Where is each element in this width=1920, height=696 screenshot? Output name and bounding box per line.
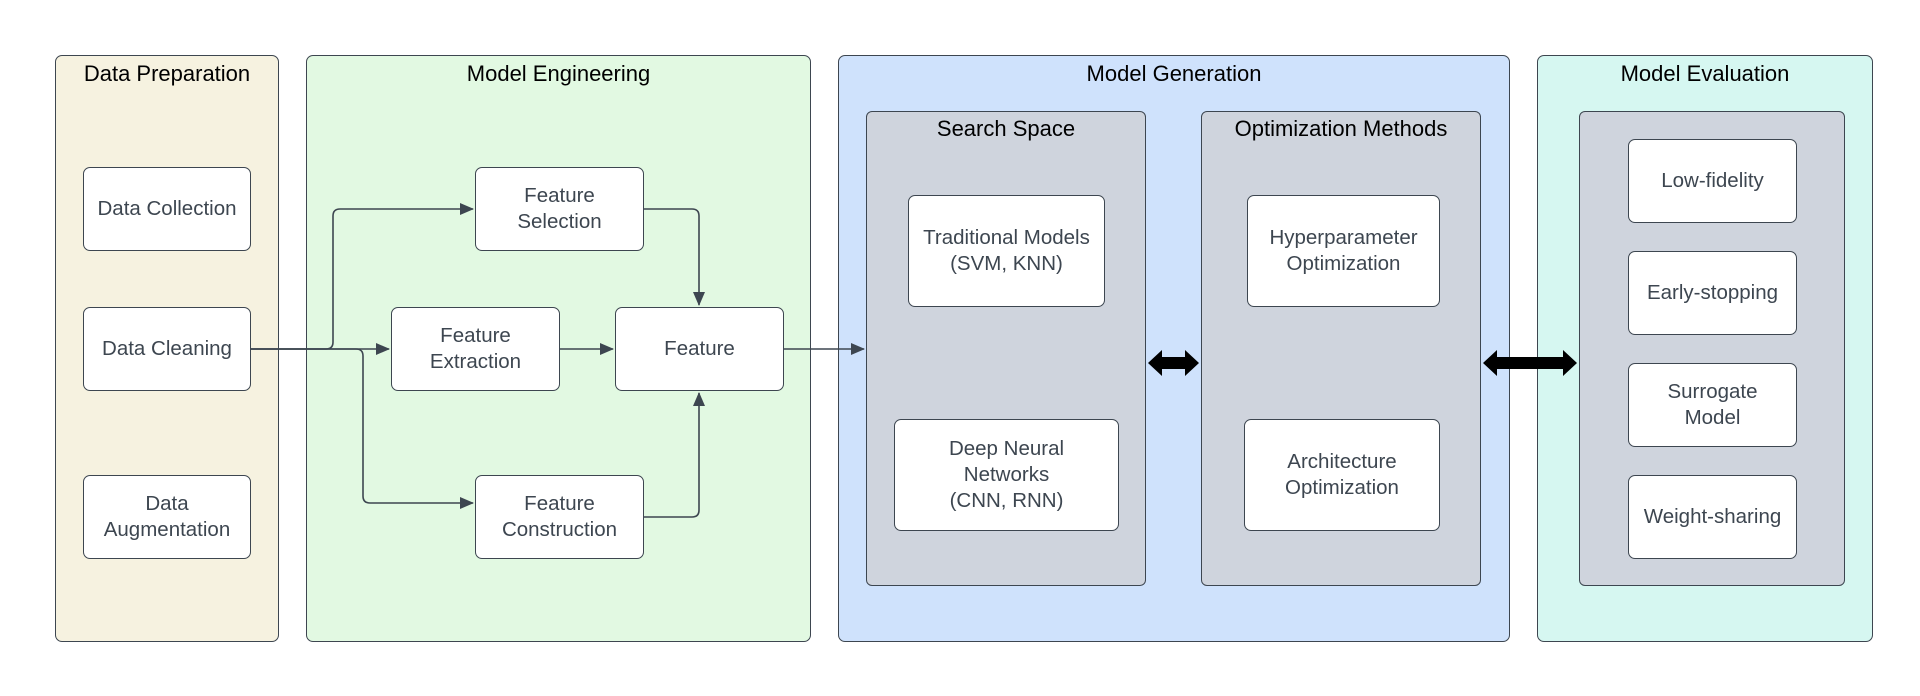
feature-selection-box: Feature Selection — [475, 167, 644, 251]
architecture-optimization-box: Architecture Optimization — [1244, 419, 1440, 531]
surrogate-model-box: Surrogate Model — [1628, 363, 1797, 447]
early-stopping-box: Early-stopping — [1628, 251, 1797, 335]
arrow-construction-to-feature — [644, 392, 705, 518]
search-space-title: Search Space — [936, 116, 1076, 141]
model-generation-title: Model Generation — [1086, 61, 1262, 86]
feature-box: Feature — [615, 307, 784, 391]
arrow-cleaning-to-selection — [251, 203, 474, 350]
feature-extraction-box: Feature Extraction — [391, 307, 560, 391]
traditional-models-box: Traditional Models (SVM, KNN) — [908, 195, 1105, 307]
data-cleaning-box: Data Cleaning — [83, 307, 251, 391]
data-preparation-title: Data Preparation — [83, 61, 251, 86]
data-collection-box: Data Collection — [83, 167, 251, 251]
bidirectional-arrow-search-optimization — [1148, 350, 1199, 376]
deep-neural-networks-box: Deep Neural Networks (CNN, RNN) — [894, 419, 1119, 531]
arrow-cleaning-to-construction — [251, 348, 474, 509]
bidirectional-arrow-generation-evaluation — [1483, 350, 1577, 376]
arrow-selection-to-feature — [644, 208, 705, 306]
hyperparameter-optimization-box: Hyperparameter Optimization — [1247, 195, 1440, 307]
low-fidelity-box: Low-fidelity — [1628, 139, 1797, 223]
model-engineering-title: Model Engineering — [466, 61, 651, 86]
weight-sharing-box: Weight-sharing — [1628, 475, 1797, 559]
feature-construction-box: Feature Construction — [475, 475, 644, 559]
optimization-methods-title: Optimization Methods — [1234, 116, 1448, 141]
data-augmentation-box: Data Augmentation — [83, 475, 251, 559]
model-evaluation-title: Model Evaluation — [1620, 61, 1790, 86]
